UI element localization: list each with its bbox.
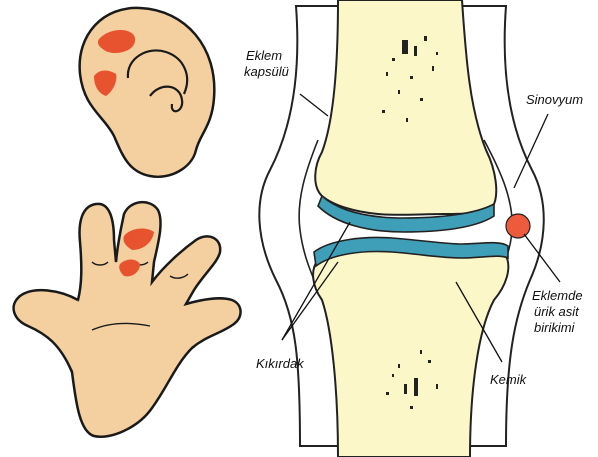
- label-uric-line2: ürik asit: [534, 304, 580, 319]
- label-bone: Kemik: [490, 372, 528, 387]
- uric-acid-deposit: [506, 214, 530, 238]
- hand-illustration: [14, 202, 241, 437]
- hand-thumb: [14, 290, 78, 372]
- label-capsule-line1: Eklem: [246, 48, 282, 63]
- ear-outline: [80, 8, 215, 177]
- label-cartilage: Kıkırdak: [256, 356, 305, 371]
- label-uric-line1: Eklemde: [532, 288, 583, 303]
- label-synovium: Sinovyum: [526, 92, 583, 107]
- label-capsule-line2: kapsülü: [244, 64, 289, 79]
- ear-illustration: [80, 8, 215, 177]
- label-uric-line3: birikimi: [534, 320, 576, 335]
- joint-cross-section: [259, 0, 543, 457]
